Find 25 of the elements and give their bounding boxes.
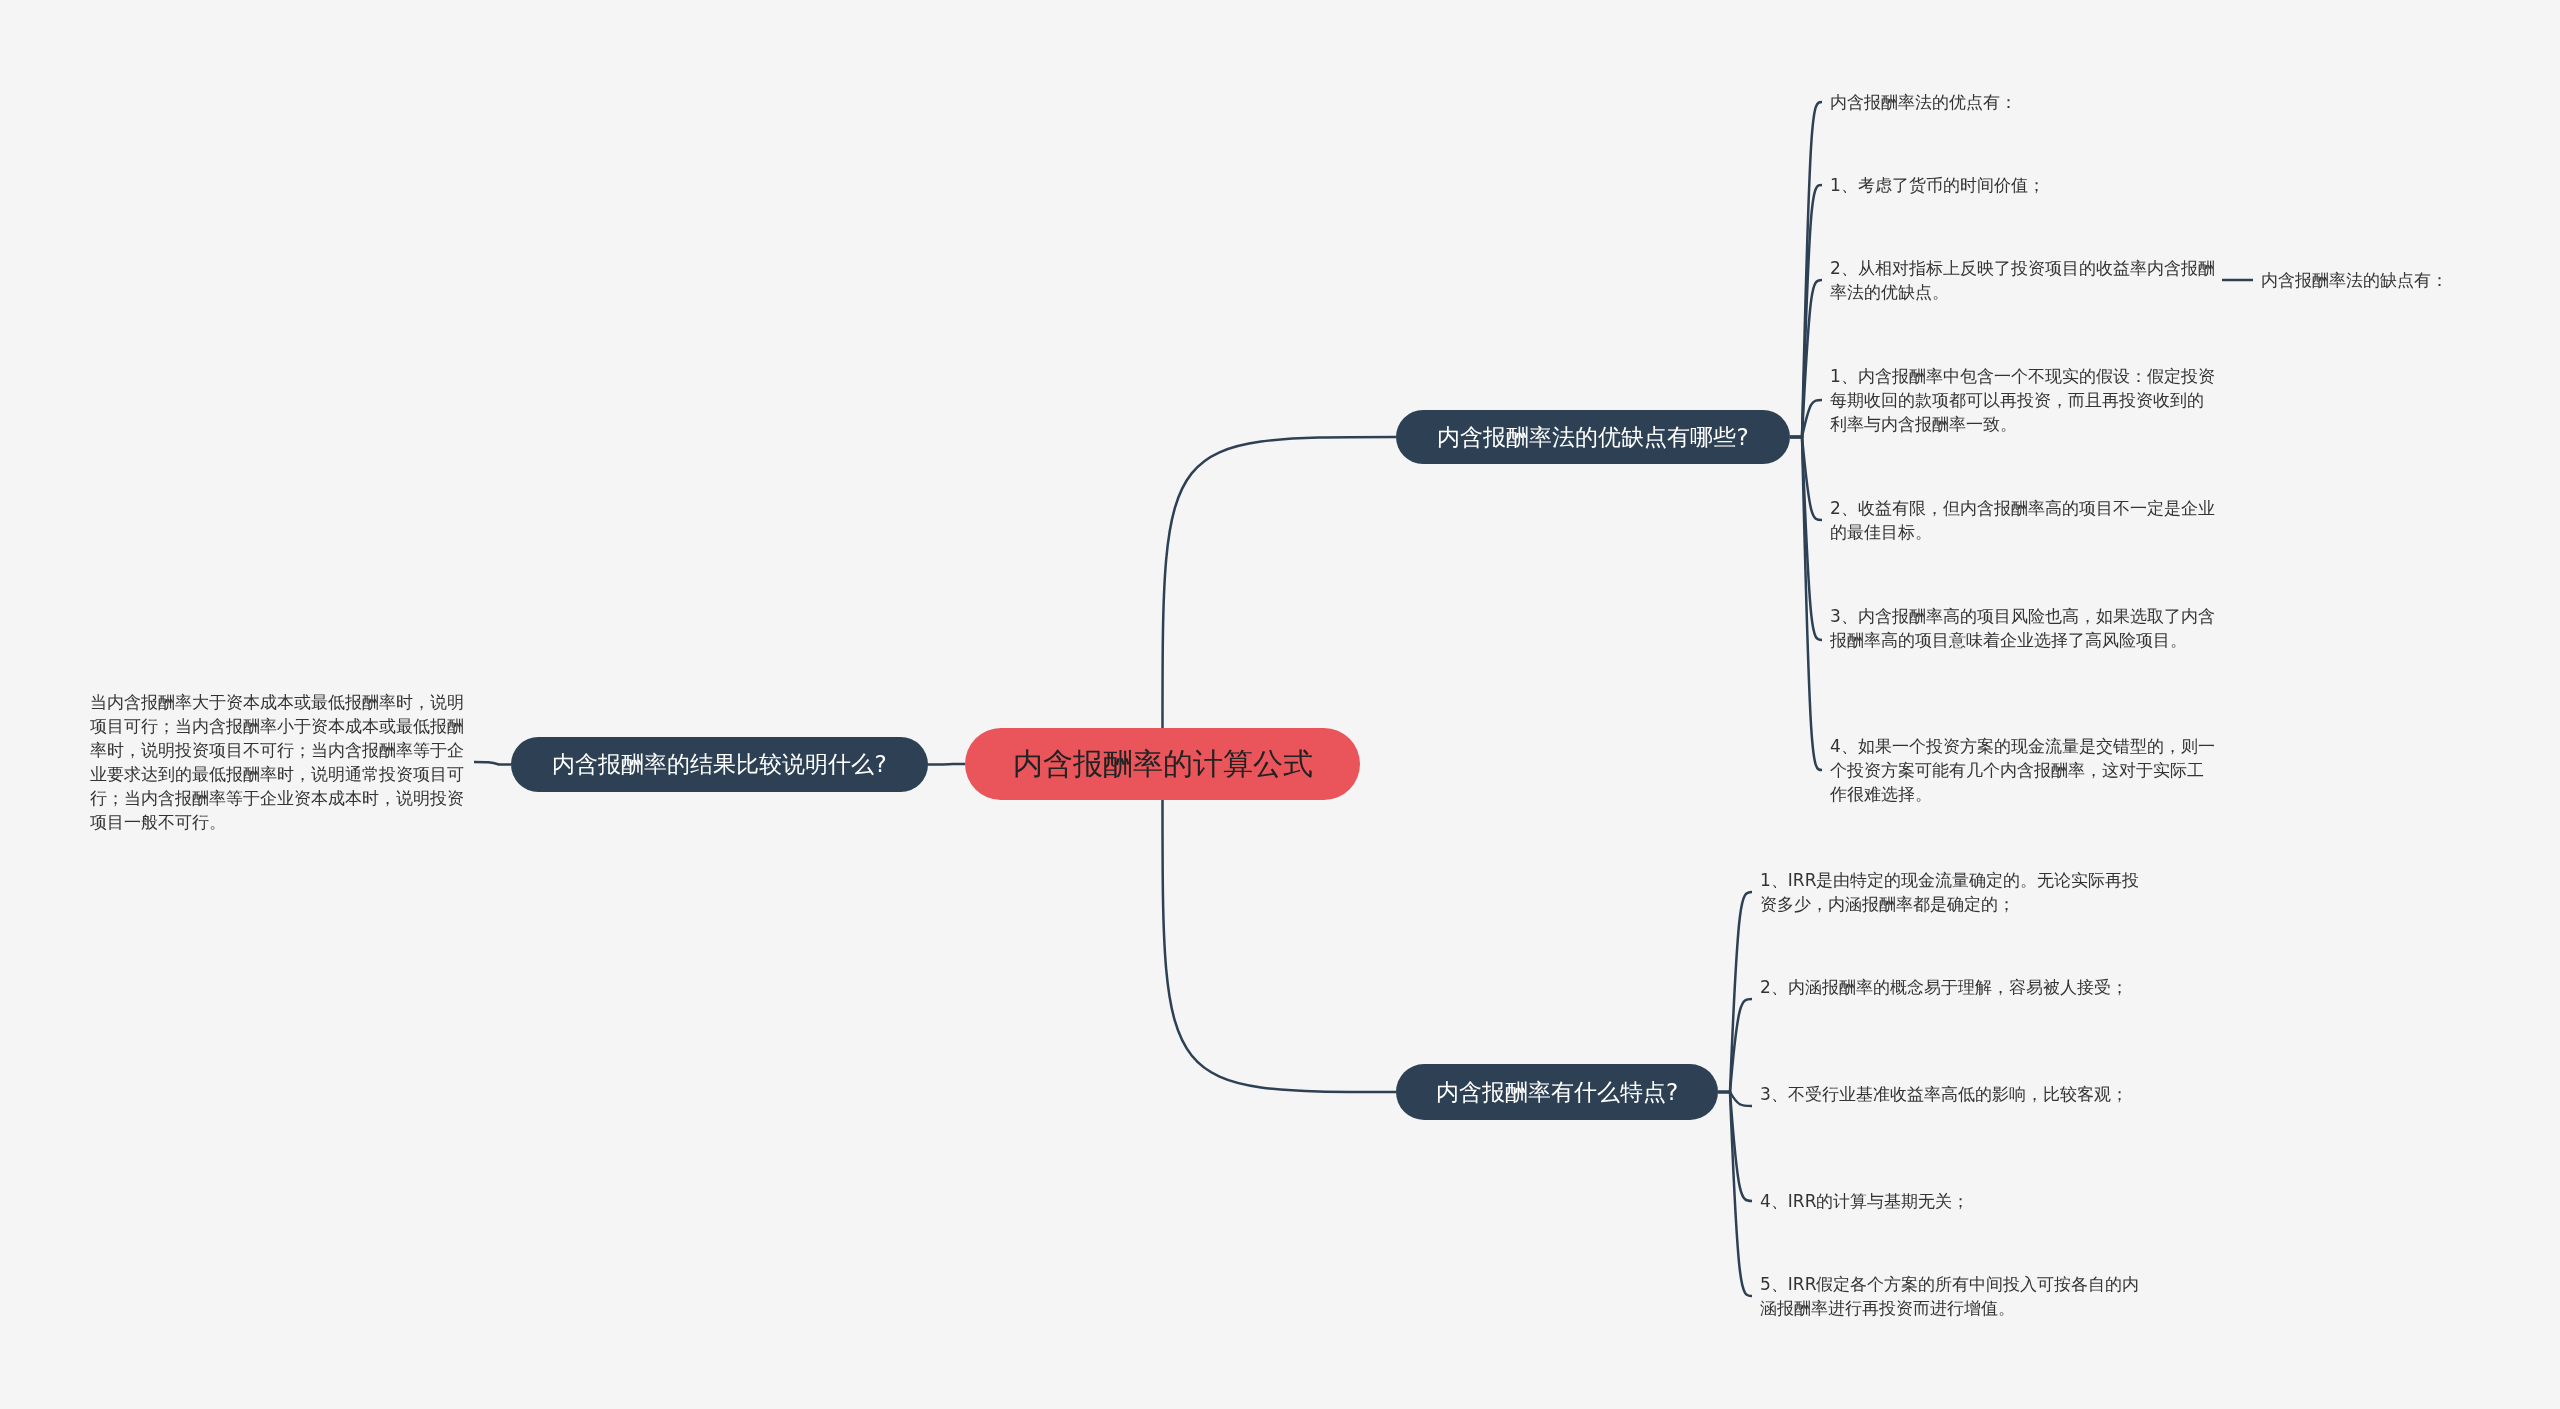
- note-text: 2、从相对指标上反映了投资项目的收益率内含报酬率法的优缺点。: [1822, 254, 2222, 306]
- note-text: 2、收益有限，但内含报酬率高的项目不一定是企业的最佳目标。: [1822, 494, 2222, 546]
- note-text: 内含报酬率法的优点有：: [1822, 88, 2222, 116]
- connector-line: [2222, 278, 2253, 282]
- note-text: 1、内含报酬率中包含一个不现实的假设：假定投资每期收回的款项都可以再投资，而且再投资收到的利率与内含报酬率一致。: [1822, 362, 2222, 438]
- connector-line: [1161, 800, 1396, 1094]
- connector-line: [928, 762, 965, 766]
- note-text: 3、不受行业基准收益率高低的影响，比较客观；: [1752, 1080, 2152, 1132]
- note-text: 1、考虑了货币的时间价值；: [1822, 171, 2222, 199]
- topic-pill: 内含报酬率法的优缺点有哪些?: [1396, 410, 1790, 464]
- note-text: 4、IRR的计算与基期无关；: [1752, 1187, 2152, 1215]
- note-text: 当内含报酬率大于资本成本或最低报酬率时，说明项目可行；当内含报酬率小于资本成本或最低报酬率时，说明投资项目不可行；当内含报酬率等于企业要求达到的最低报酬率时，说明通常投资项目可行；当内含报酬率等于企业资本成本时，说明投资项目一般不可行。: [82, 688, 474, 836]
- topic-pill: 内含报酬率的结果比较说明什么?: [511, 737, 928, 792]
- connector-line: [1790, 435, 1823, 772]
- note-text: 1、IRR是由特定的现金流量确定的。无论实际再投资多少，内涵报酬率都是确定的；: [1752, 866, 2152, 918]
- central-topic: 内含报酬率的计算公式: [965, 728, 1360, 800]
- topic-pill: 内含报酬率有什么特点?: [1396, 1064, 1718, 1120]
- note-text: 2、内涵报酬率的概念易于理解，容易被人接受；: [1752, 973, 2152, 1025]
- note-text: 5、IRR假定各个方案的所有中间投入可按各自的内涵报酬率进行再投资而进行增值。: [1752, 1270, 2152, 1322]
- connector-line: [474, 760, 511, 766]
- note-text: 内含报酬率法的缺点有：: [2253, 266, 2553, 294]
- connector-line: [1161, 435, 1396, 728]
- note-text: 4、如果一个投资方案的现金流量是交错型的，则一个投资方案可能有几个内含报酬率，这对于实际工作很难选择。: [1822, 732, 2222, 808]
- connector-line: [1718, 1090, 1753, 1298]
- note-text: 3、内含报酬率高的项目风险也高，如果选取了内含报酬率高的项目意味着企业选择了高风险项目。: [1822, 602, 2222, 678]
